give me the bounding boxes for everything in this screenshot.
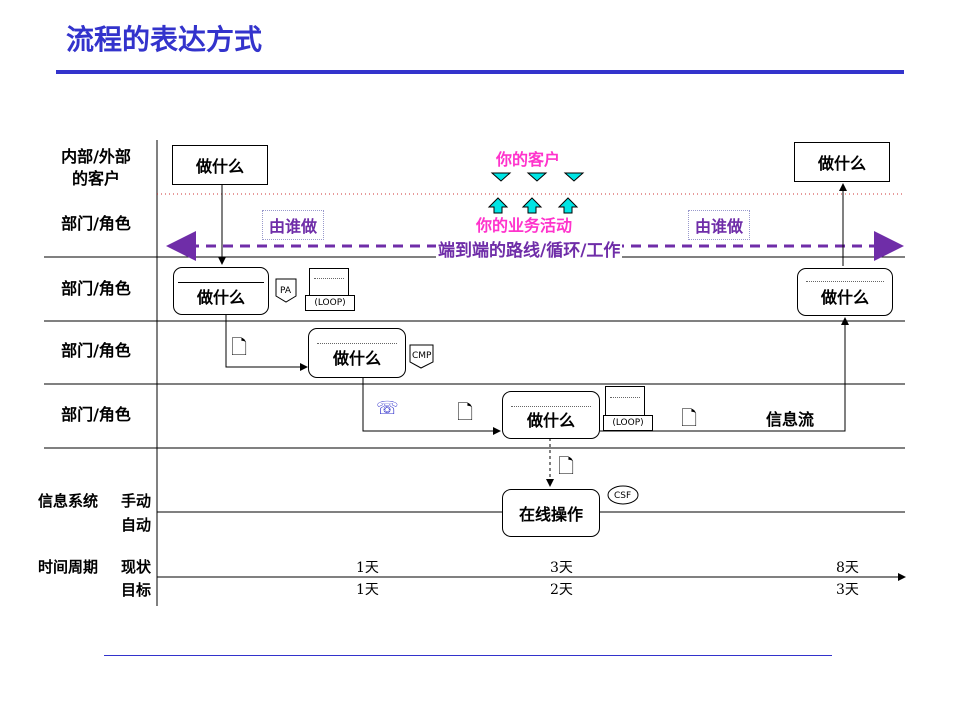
lane-label-role-3: 部门/角色 xyxy=(61,341,131,360)
info-system-auto: 自动 xyxy=(121,516,152,534)
process-box-lane4: 做什么 xyxy=(502,391,600,439)
pa-tag: PA xyxy=(280,286,292,296)
cmp-tag: CMP xyxy=(412,351,432,361)
footer-divider xyxy=(104,655,832,656)
process-box-lane3-label: 做什么 xyxy=(332,349,381,368)
info-system-manual: 手动 xyxy=(121,492,152,510)
loop-mini-box-1 xyxy=(309,268,349,296)
info-flow-label: 信息流 xyxy=(766,410,815,429)
process-box-lane2-label: 做什么 xyxy=(196,288,245,307)
process-box-lane2: 做什么 xyxy=(173,267,269,315)
time-cycle-current: 现状 xyxy=(121,558,152,576)
lane-label-role-4: 部门/角色 xyxy=(61,405,131,424)
timeline-current-3: 8天 xyxy=(836,560,859,576)
timeline-current-2: 3天 xyxy=(550,560,573,576)
mini-box-dots xyxy=(314,278,344,279)
box-dots xyxy=(317,343,397,344)
process-box-lane3: 做什么 xyxy=(308,328,406,378)
title-divider xyxy=(56,70,904,74)
who-does-right-label: 由谁做 xyxy=(688,210,751,240)
loop-tag-1: (LOOP) xyxy=(305,295,355,311)
process-box-lane4-label: 做什么 xyxy=(526,411,575,430)
timeline-target-1: 1天 xyxy=(356,582,379,598)
end-to-end-label: 端到端的路线/循环/工作 xyxy=(436,236,623,261)
loop-tag-2: (LOOP) xyxy=(603,415,653,431)
lane-label-role-2: 部门/角色 xyxy=(61,279,131,298)
document-icon: 🗋 xyxy=(681,406,698,430)
timeline-target-3: 3天 xyxy=(836,582,859,598)
customer-box-right: 做什么 xyxy=(794,142,890,182)
lane-label-customer: 内部/外部 的客户 xyxy=(61,147,131,188)
csf-tag: CSF xyxy=(614,491,632,501)
online-operation-box: 在线操作 xyxy=(502,489,600,537)
box-dots xyxy=(806,281,884,282)
lane-label-role-1: 部门/角色 xyxy=(61,214,131,233)
loop-mini-box-2 xyxy=(605,386,645,416)
phone-icon: ☏ xyxy=(376,398,399,419)
timeline-current-1: 1天 xyxy=(356,560,379,576)
who-does-left-label: 由谁做 xyxy=(262,210,325,240)
mini-box-dots xyxy=(610,397,640,398)
timeline-target-2: 2天 xyxy=(550,582,573,598)
time-cycle-target: 目标 xyxy=(121,581,152,599)
document-icon: 🗋 xyxy=(558,454,575,478)
info-system-label: 信息系统 xyxy=(38,492,99,510)
document-icon: 🗋 xyxy=(457,400,474,424)
page-title: 流程的表达方式 xyxy=(66,23,263,56)
box-separator xyxy=(178,282,264,283)
time-cycle-label: 时间周期 xyxy=(38,558,99,576)
process-box-lane2-right: 做什么 xyxy=(797,268,893,316)
customer-box-left: 做什么 xyxy=(172,145,268,185)
your-customer-label: 你的客户 xyxy=(496,150,561,169)
box-dots xyxy=(511,406,591,407)
your-activity-label: 你的业务活动 xyxy=(476,216,573,235)
document-icon: 🗋 xyxy=(231,335,248,359)
process-box-lane2-right-label: 做什么 xyxy=(820,288,869,307)
